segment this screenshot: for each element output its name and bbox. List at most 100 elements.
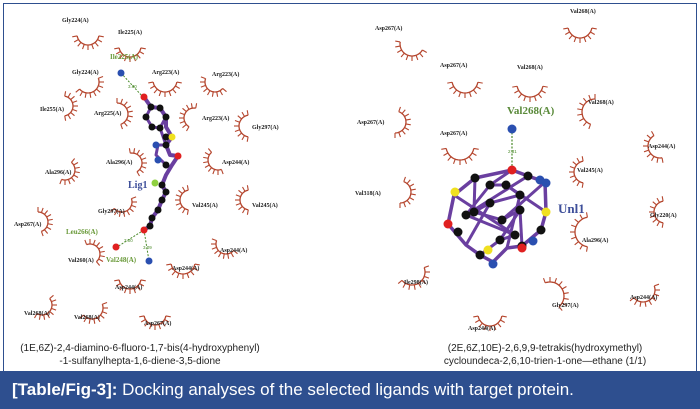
atom <box>536 225 546 235</box>
atom <box>158 181 166 189</box>
atom <box>156 124 164 132</box>
hydrophobic-contact-arc <box>148 81 182 97</box>
hbond-distance: 2.31 <box>508 149 517 154</box>
hydrophobic-contact-arc <box>629 283 660 307</box>
hydrophobic-contact-arc <box>79 302 108 324</box>
residue-label: Gly224(A) <box>72 69 99 76</box>
atom <box>523 171 533 181</box>
hbond-residue-label: Ile225(A) <box>110 53 139 61</box>
atom <box>154 206 162 214</box>
atom <box>443 219 453 229</box>
hydrophobic-contact-arc <box>64 91 78 121</box>
hydrophobic-contact-arc <box>203 148 224 175</box>
hbond-distance: 3.00 <box>128 84 137 89</box>
residue-label: Asp244(A) <box>172 265 199 272</box>
atom <box>112 243 120 251</box>
atom <box>174 152 182 160</box>
compound-name-right: (2E,6Z,10E)-2,6,9,9-tetrakis(hydroxymeth… <box>410 342 680 368</box>
docking-diagrams: Gly224(A)Ile225(A)Gly224(A)Arg223(A)Arg2… <box>14 8 677 332</box>
hydrophobic-contact-arc <box>84 239 105 266</box>
residue-label: Asp267(A) <box>14 221 41 228</box>
residue-label: Ala296(A) <box>45 169 71 176</box>
figure-caption: [Table/Fig-3]: Docking analyses of the s… <box>0 371 700 409</box>
residue-label: Val245(A) <box>192 202 218 209</box>
hydrophobic-contact-arc <box>649 196 664 228</box>
hydrophobic-contact-arc <box>397 265 430 290</box>
atom <box>507 124 517 134</box>
residue-label: Val245(A) <box>252 202 278 209</box>
hydrophobic-contact-arc <box>395 40 427 61</box>
hydrophobic-contact-arc <box>235 185 249 215</box>
ligand-2-structure <box>443 124 551 269</box>
compound-name-line: cycloundeca-2,6,10-trien-1-one—ethane (1… <box>443 356 647 367</box>
residue-label: Ala296(A) <box>582 237 608 244</box>
figure-frame <box>3 3 697 371</box>
hydrophobic-contact-arc <box>72 35 104 50</box>
ligand-label-lig1: Lig1 <box>128 180 147 191</box>
atom <box>162 161 170 169</box>
atom <box>507 165 517 175</box>
hydrophobic-contact-arc <box>59 158 80 185</box>
compound-name-line: (2E,6Z,10E)-2,6,9,9-tetrakis(hydroxymeth… <box>447 343 643 354</box>
atom <box>117 69 125 77</box>
residue-label: Asp244(A) <box>630 294 657 301</box>
atom <box>146 222 154 230</box>
residue-label: Asp244(A) <box>220 247 247 254</box>
atom <box>148 123 156 131</box>
atom <box>510 230 520 240</box>
atom <box>168 133 176 141</box>
residue-label: Arg223(A) <box>202 115 229 122</box>
hydrophobic-contact-arc <box>166 263 200 279</box>
residue-label: Val268(A) <box>588 99 614 106</box>
residue-label: Val268(A) <box>570 8 596 15</box>
residue-label: Ile298(A) <box>404 279 428 286</box>
atom <box>517 243 527 253</box>
ligand-label-unl1: Unl1 <box>558 201 585 216</box>
atom <box>140 226 148 234</box>
compound-name-line: -1-sulfanylhepta-1,6-diene-3,5-dione <box>59 356 221 367</box>
residue-label: Gly297(A) <box>98 208 125 215</box>
residue-label: Arg223(A) <box>212 71 239 78</box>
atom <box>147 103 155 111</box>
hbond-distance: 3.00 <box>124 238 133 243</box>
hydrophobic-contact-arc <box>399 176 416 208</box>
atom <box>475 250 485 260</box>
hydrophobic-contact-arc <box>473 315 507 331</box>
hydrophobic-contact-arc <box>563 27 597 43</box>
atom <box>162 133 170 141</box>
hydrophobic-contact-arc <box>114 47 146 62</box>
atom <box>469 207 479 217</box>
compound-name-left: (1E,6Z)-2,4-diamino-6-fluoro-1,7-bis(4-h… <box>10 342 270 368</box>
caption-label: [Table/Fig-3]: <box>12 380 118 399</box>
atom <box>145 257 153 265</box>
hydrophobic-contact-arc <box>75 76 104 98</box>
atom <box>148 214 156 222</box>
hydrophobic-contact-arc <box>34 294 57 320</box>
atom <box>501 180 511 190</box>
residue-label: Val245(A) <box>577 167 603 174</box>
atom <box>495 235 505 245</box>
residue-label: Asp267(A) <box>440 62 467 69</box>
compound-name-line: (1E,6Z)-2,4-diamino-6-fluoro-1,7-bis(4-h… <box>20 343 260 354</box>
residue-label: Arg223(A) <box>152 69 179 76</box>
atom <box>152 141 160 149</box>
atom <box>162 188 170 196</box>
atom <box>528 236 538 246</box>
atom <box>485 180 495 190</box>
hydrophobic-contact-arc <box>139 315 171 330</box>
atom <box>140 93 148 101</box>
atom <box>162 141 170 149</box>
atom <box>541 178 551 188</box>
residue-label: Gly297(A) <box>252 124 279 131</box>
hydrophobic-contact-arc <box>211 238 238 259</box>
ligand-1-structure <box>112 69 182 265</box>
residue-label: Gly220(A) <box>650 212 677 219</box>
atom <box>450 187 460 197</box>
residue-label: Ile225(A) <box>118 29 142 36</box>
hydrophobic-contact-arc <box>512 85 548 102</box>
residue-label: Arg225(A) <box>94 110 121 117</box>
atom <box>515 190 525 200</box>
hbond-residue-label: Val248(A) <box>106 256 137 264</box>
residue-label: Val268(A) <box>74 314 100 321</box>
residue-label: Val268(A) <box>517 64 543 71</box>
